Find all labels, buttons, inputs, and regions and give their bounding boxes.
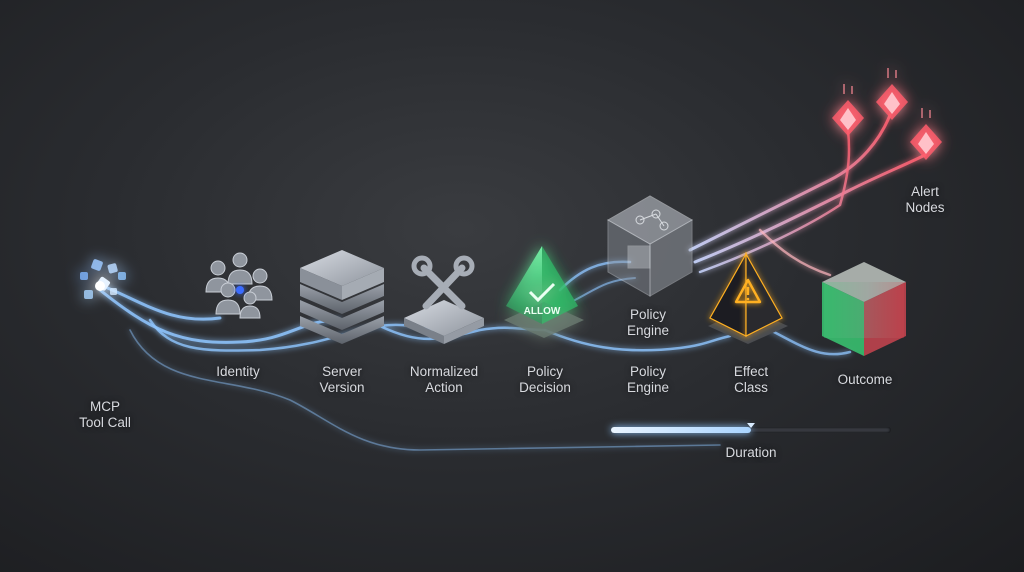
label-line: Tool Call	[79, 415, 131, 430]
label-outcome: Outcome	[838, 372, 893, 388]
duration-bar-fill	[611, 427, 751, 433]
label-policy-decision: Policy Decision	[519, 364, 571, 396]
label-line: Effect	[733, 364, 769, 379]
label-effect-class: Effect Class	[734, 364, 768, 396]
alert-flow-lines	[688, 113, 927, 277]
outcome-icon	[822, 262, 906, 356]
flow-lines	[98, 260, 852, 451]
label-line: Duration	[725, 445, 777, 460]
label-line: MCP	[90, 399, 120, 414]
label-line: Policy	[629, 307, 667, 322]
label-line: Action	[425, 380, 463, 395]
label-line: Engine	[626, 380, 670, 395]
alert-nodes-icon	[832, 68, 942, 160]
label-line: Identity	[216, 364, 260, 379]
label-alert-nodes: Alert Nodes	[905, 184, 944, 216]
allow-badge: ALLOW	[524, 306, 561, 317]
label-policy-engine-bottom: Policy Engine	[627, 364, 669, 396]
label-line: Version	[319, 380, 365, 395]
server-version-icon	[300, 250, 384, 344]
label-line: Policy	[629, 364, 667, 379]
label-line: Outcome	[837, 372, 893, 387]
mcp-tool-call-icon	[80, 259, 126, 299]
label-server-version: Server Version	[319, 364, 364, 396]
policy-decision-icon	[504, 246, 584, 338]
label-line: Engine	[626, 323, 670, 338]
label-line: Normalized	[409, 364, 479, 379]
label-mcp-tool-call: MCP Tool Call	[79, 399, 131, 431]
label-line: Class	[734, 380, 768, 395]
duration-label: Duration	[725, 445, 776, 461]
label-line: Nodes	[905, 200, 945, 215]
duration-marker	[747, 423, 755, 428]
normalized-action-icon	[404, 255, 484, 344]
label-line: Alert	[911, 184, 939, 199]
label-line: Policy	[526, 364, 563, 379]
identity-icon	[205, 252, 273, 319]
label-policy-engine-top: Policy Engine	[627, 307, 669, 339]
label-normalized-action: Normalized Action	[410, 364, 478, 396]
label-line: Server	[322, 364, 362, 379]
effect-class-icon	[708, 251, 788, 344]
label-line: Decision	[519, 380, 571, 395]
label-identity: Identity	[216, 364, 260, 380]
policy-engine-top-icon	[606, 195, 694, 297]
duration-bar	[611, 423, 891, 433]
